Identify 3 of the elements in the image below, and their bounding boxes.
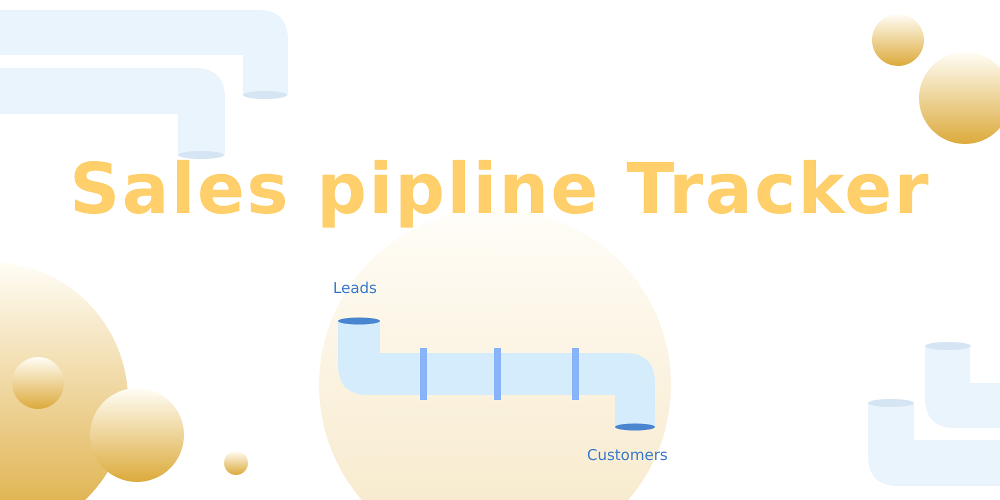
pipe-end-label: Customers xyxy=(587,446,668,464)
pipe-end-label: Leads xyxy=(333,279,377,297)
title: Sales pipline Tracker xyxy=(68,148,932,230)
